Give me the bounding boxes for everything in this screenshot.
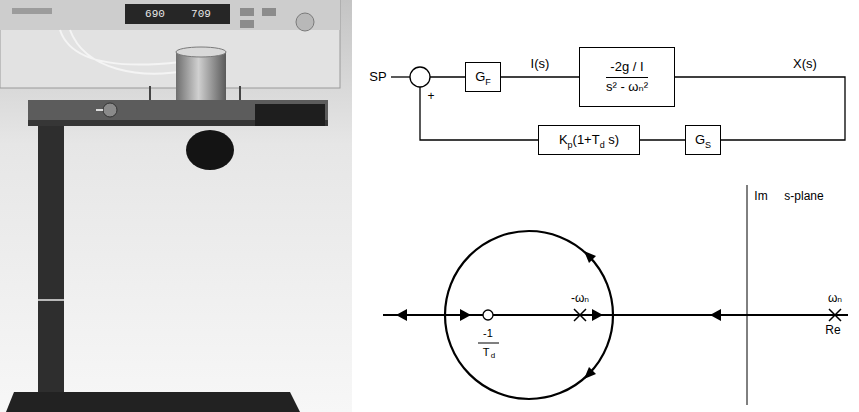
pole-marker [829,309,841,321]
post-pin [149,86,151,100]
electromagnet-coil [176,52,226,104]
signal-line [391,76,410,77]
adjust-knob [103,103,117,117]
block-text: -2g / I [606,60,647,78]
knob-stem [96,109,103,111]
panel-knob [296,13,314,31]
cable [60,30,190,74]
real-axis [383,314,848,316]
imag-axis [747,185,748,405]
coil-top [176,47,226,57]
block-text: G [475,70,485,85]
apparatus-photo [0,0,352,412]
block-content: Kp(1+Td s) [559,133,619,148]
stand-base [6,392,300,412]
root-locus [383,185,848,405]
pole-label: -ωₙ [571,292,589,306]
arrowhead [584,367,596,379]
summing-junction [410,67,430,87]
signal-connector [640,139,685,140]
post-pin [239,86,241,100]
filter-block: GF [465,62,501,92]
feedback-line [420,87,538,140]
block-content: -2g / Is² - ωₙ² [602,60,652,95]
panel-button [240,20,254,28]
block-content: GS [695,133,711,148]
instrument-panel [0,0,340,30]
display-window [125,4,230,24]
signal-connector [501,76,579,77]
plant-block: -2g / Is² - ωₙ² [579,47,675,107]
block-content: GF [475,70,491,85]
subscript: S [705,140,711,150]
plane-label: s-plane [784,190,823,204]
axis-label: Im [754,190,767,204]
fraction-numerator: -1 [483,327,493,340]
panel-button [262,8,276,16]
sum-sign: + [427,90,434,104]
subscript: F [485,77,491,87]
display-digits: 709 [191,8,211,21]
controller-block: Kp(1+Td s) [538,125,640,155]
block-text: K [559,133,568,148]
sensor-block: GS [685,125,721,155]
block-text: (1+T [573,133,600,148]
arrowhead [584,251,596,263]
block-text: G [695,133,705,148]
zero-marker [483,310,493,320]
setpoint-label: SP [369,70,386,85]
pole-label: ωₙ [828,292,842,306]
subscript: d [491,351,495,360]
block-text: s) [605,133,619,148]
fraction-denominator: T [483,346,490,359]
arrowhead [592,309,603,321]
sensor-box [255,104,325,126]
panel-button [240,8,254,16]
arrowhead [710,309,721,321]
pole-marker [574,309,586,321]
output-label: X(s) [793,57,817,72]
subscript: d [600,140,605,150]
instrument-case [0,0,340,88]
stand-post [38,126,64,394]
levitated-ball [186,130,234,170]
subscript: p [568,140,573,150]
direction-arrows [396,251,721,379]
signal-label: I(s) [530,57,551,72]
photo-ground [0,0,352,412]
locus-circle [445,231,613,399]
axis-label: Re [825,324,840,338]
arrowhead [396,309,407,321]
arrowhead [460,309,471,321]
display-digits: 690 [145,8,165,21]
block-text: s² - ωₙ² [602,78,652,95]
post-mark [38,299,64,301]
panel-button [12,8,52,14]
fraction-bar [478,343,499,344]
signal-line [430,76,465,77]
